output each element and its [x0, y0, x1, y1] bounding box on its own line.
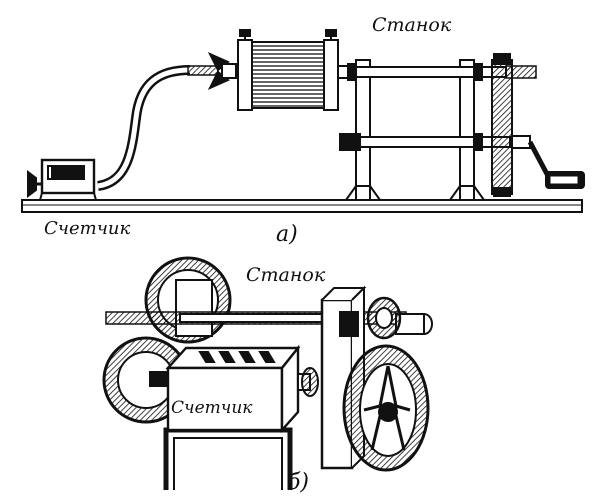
counter-label-b: Счетчик: [171, 398, 253, 418]
machine-label-a: Станок: [372, 14, 452, 36]
panel-label-a: а): [276, 222, 298, 247]
counter-stand: [163, 427, 293, 490]
crank-handle: [511, 135, 585, 189]
panel-a-drawing: [21, 29, 585, 213]
right-small-gear: [366, 296, 402, 340]
machine-frame: [345, 59, 485, 201]
panel-b-drawing: [102, 256, 433, 490]
base-plate: [21, 199, 583, 213]
gear-wheel-a: [491, 53, 513, 197]
wing-nut: [207, 51, 237, 91]
counter-label-a: Счетчик: [44, 218, 131, 239]
flexible-shaft: [96, 65, 219, 191]
panel-label-b: б): [287, 470, 310, 495]
top-left-gear: [144, 256, 232, 344]
right-big-wheel: [342, 344, 430, 472]
counter-a: [27, 158, 97, 201]
bobbin: [237, 29, 351, 111]
lower-shaft: [339, 133, 511, 151]
counter-b: [165, 344, 319, 434]
machine-label-b: Станок: [246, 264, 326, 286]
